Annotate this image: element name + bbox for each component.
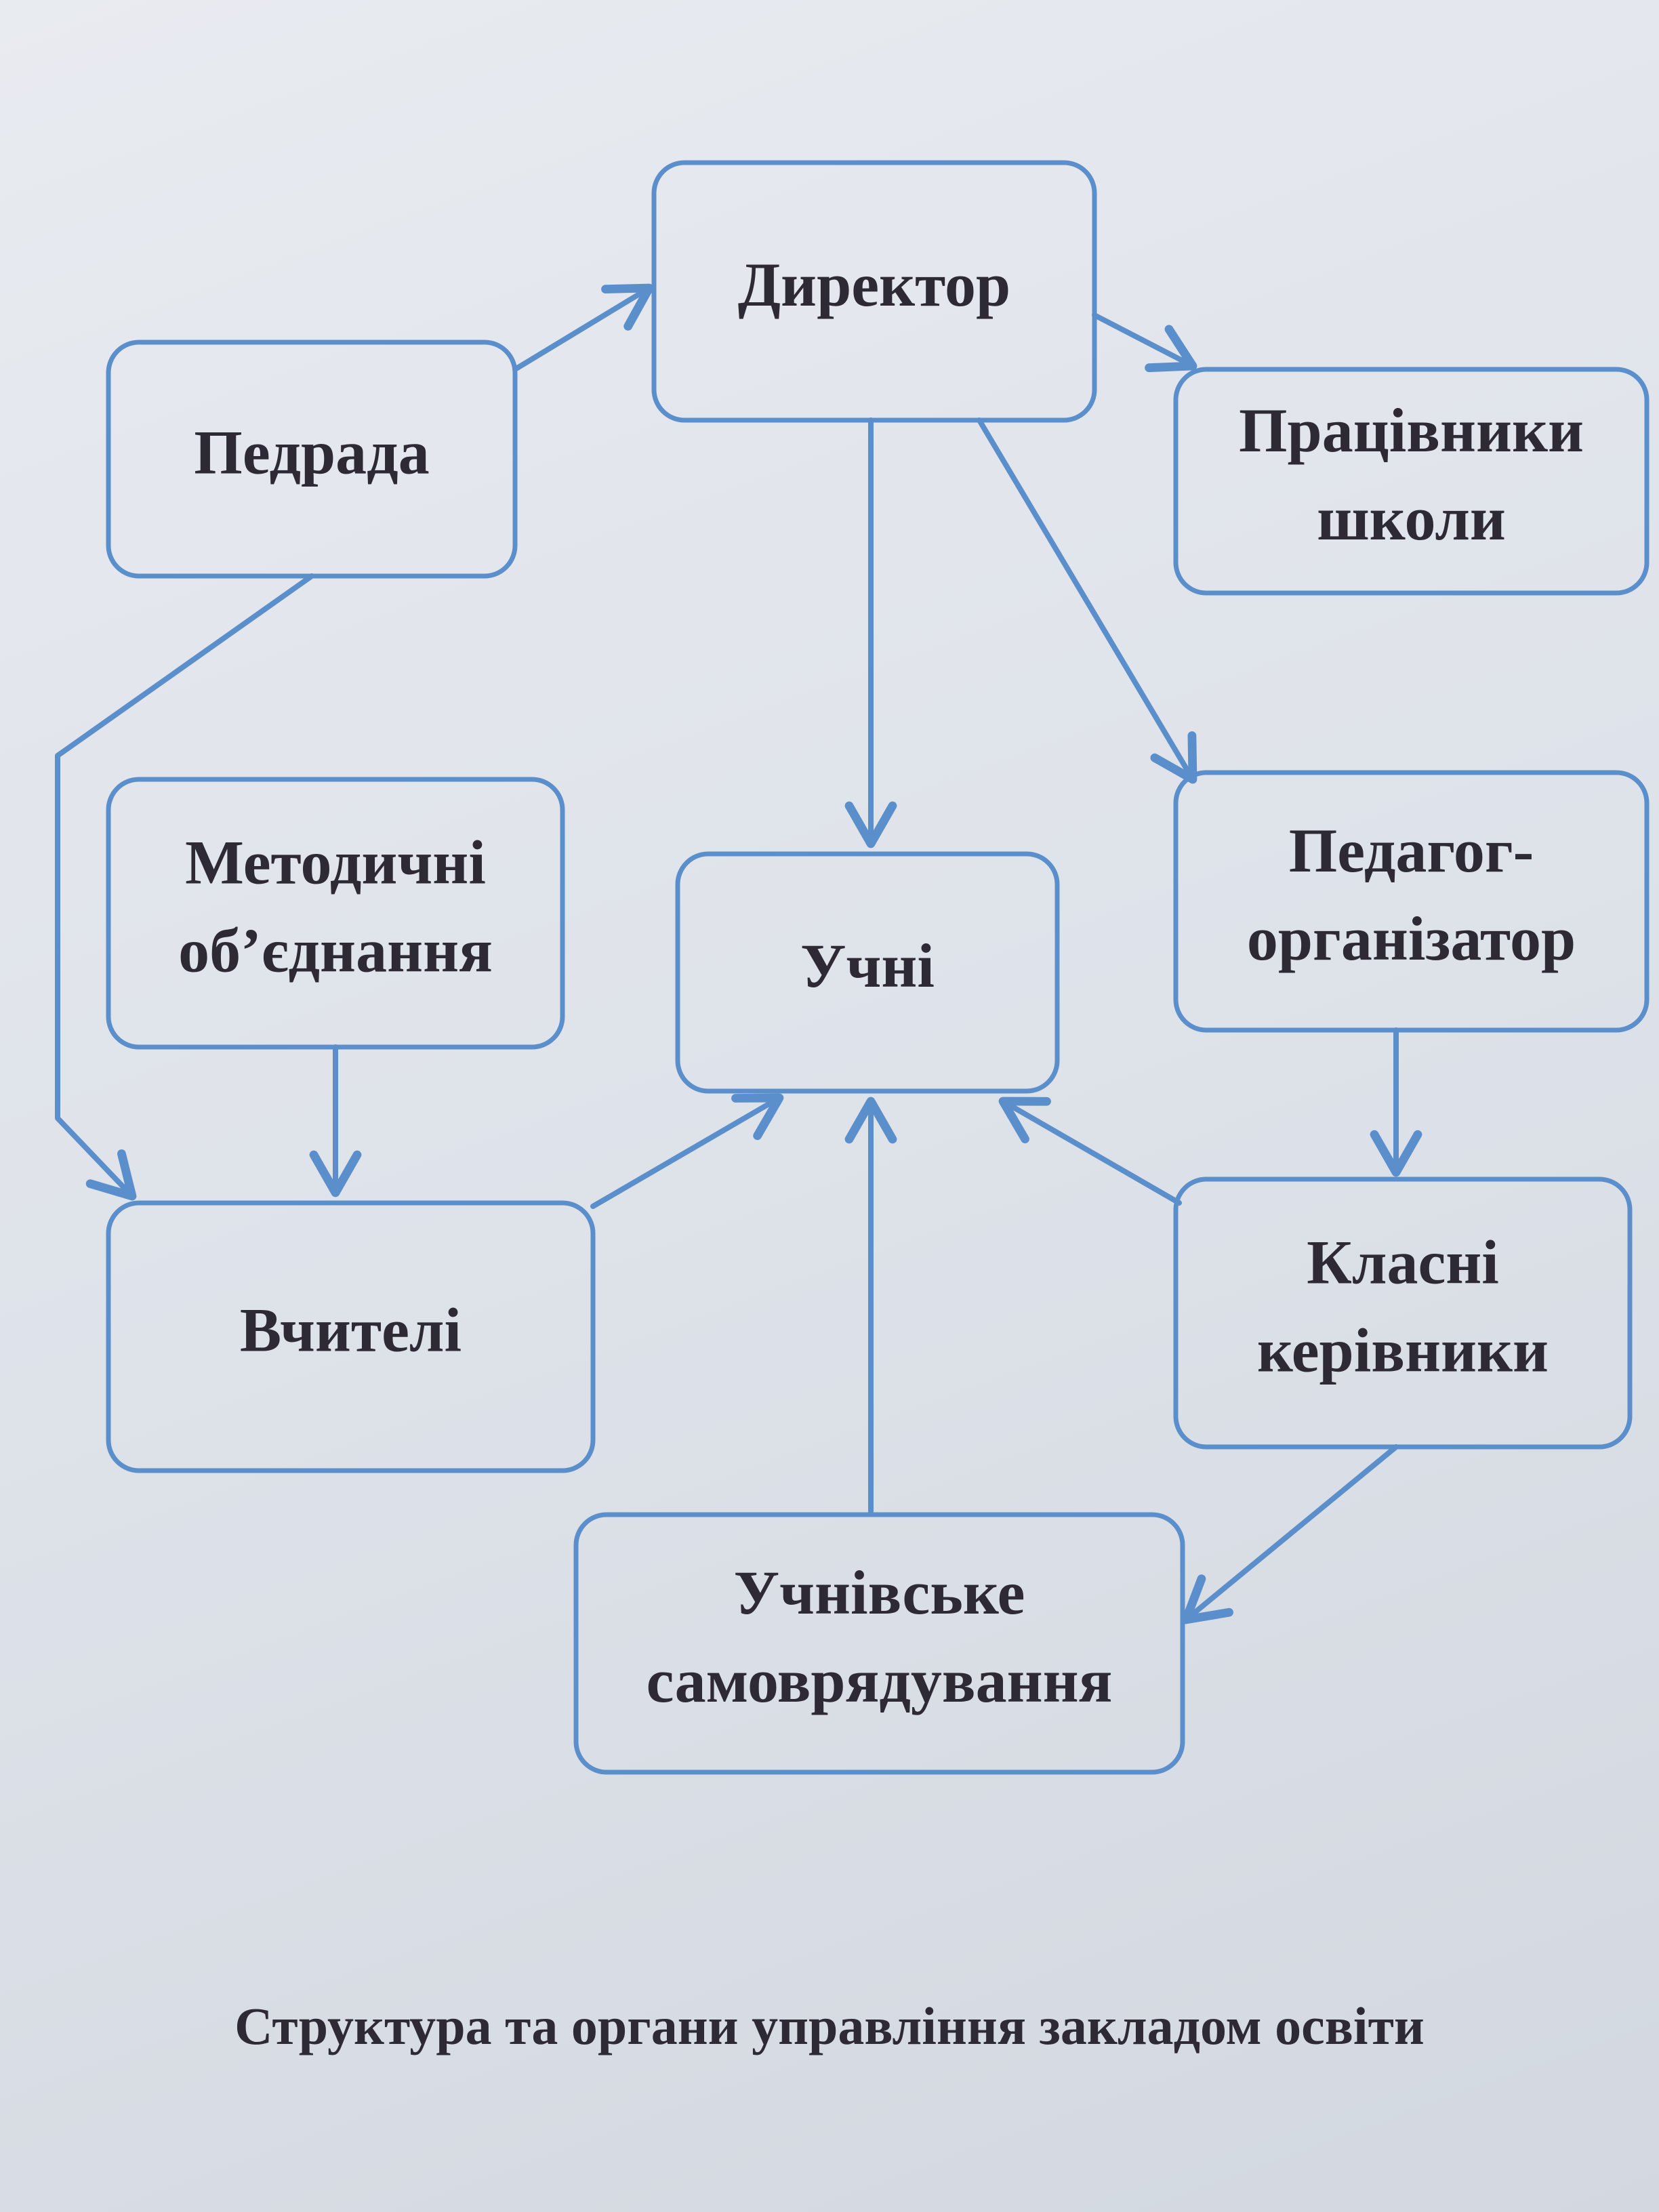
node-box	[106, 777, 565, 1050]
school-staff-node: Працівники школи	[1173, 367, 1650, 596]
node-label: Учнівське	[734, 1558, 1025, 1627]
arrow-class-leaders-to-self-government	[1181, 1444, 1399, 1624]
node-box	[106, 1200, 596, 1473]
arrow-director-to-pedagogue-organizer	[977, 417, 1197, 784]
node-box	[1173, 1176, 1633, 1450]
pedagogue-organizer-node: Педагог-організатор	[1173, 770, 1650, 1033]
node-box	[1173, 770, 1650, 1033]
node-box	[1173, 367, 1650, 596]
node-label: Вчителі	[240, 1296, 462, 1365]
pedrada-node: Педрада	[106, 340, 518, 579]
node-box	[651, 160, 1097, 423]
student-self-government-node: Учнівське самоврядування	[573, 1512, 1185, 1775]
diagram-caption: Структура та органи управління закладом …	[234, 1996, 1425, 2055]
arrow-class-leaders-to-students	[998, 1097, 1182, 1206]
node-label: Класні	[1307, 1228, 1499, 1297]
node-label: школи	[1317, 484, 1506, 553]
director-node: Директор	[651, 160, 1097, 423]
node-box	[675, 851, 1060, 1094]
node-box	[106, 340, 518, 579]
node-label: Директор	[738, 250, 1010, 319]
node-label: Педагог-	[1289, 816, 1534, 885]
methodical-associations-node: Методичні об’єднання	[106, 777, 565, 1050]
connectors	[55, 283, 1422, 1624]
class-leaders-node: Класні керівники	[1173, 1176, 1633, 1450]
students-node: Учні	[675, 851, 1060, 1094]
node-label: Методичні	[185, 828, 486, 897]
node-label: самоврядування	[647, 1646, 1113, 1715]
teachers-node: Вчителі	[106, 1200, 596, 1473]
node-label: Учні	[800, 931, 935, 1000]
node-label: об’єднання	[178, 916, 493, 985]
node-box	[573, 1512, 1185, 1775]
arrow-pedrada-to-director	[512, 283, 654, 372]
arrow-director-to-school-staff	[1092, 312, 1197, 373]
node-label: Працівники	[1239, 396, 1584, 465]
arrow-teachers-to-students	[590, 1093, 784, 1209]
arrow-pedrada-to-teachers	[55, 573, 314, 1201]
node-label: Педрада	[194, 418, 429, 487]
node-label: організатор	[1247, 904, 1576, 973]
node-label: керівники	[1257, 1316, 1549, 1385]
